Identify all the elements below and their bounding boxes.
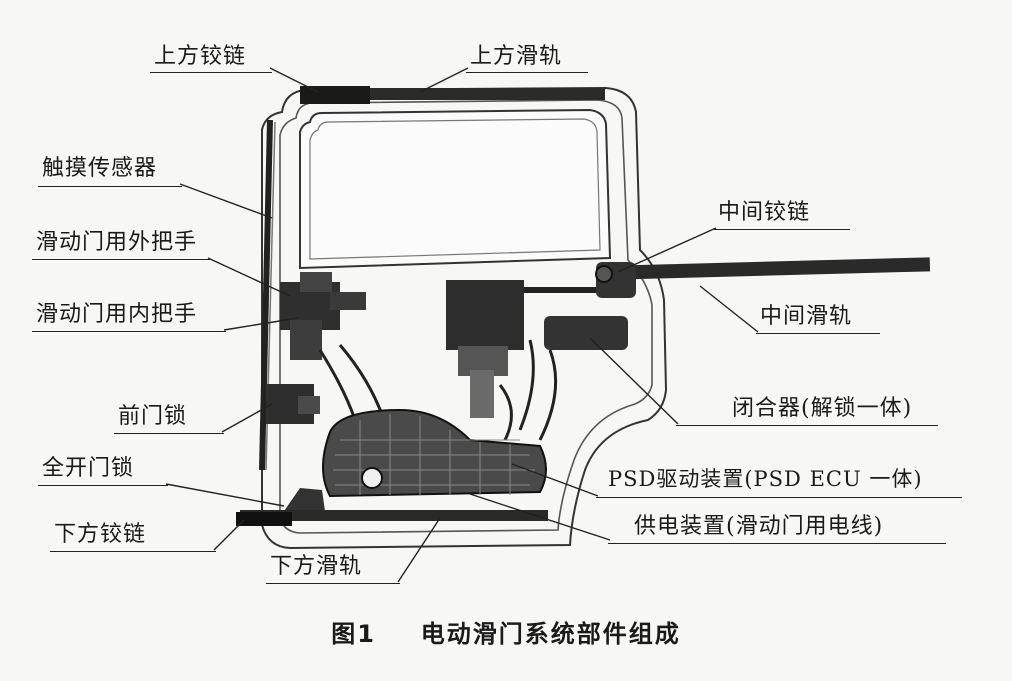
leader-middle-hinge [617, 227, 717, 273]
figure-number: 图1 [331, 620, 376, 648]
leader-inner-handle [223, 317, 299, 331]
underline-lower-rail [266, 583, 400, 584]
underline-closer [676, 425, 938, 426]
door-outer-outline [261, 86, 668, 550]
leader-lower-rail [397, 517, 441, 583]
underline-lower-hinge [50, 551, 216, 552]
window-inner [309, 118, 601, 260]
underline-middle-hinge [714, 229, 850, 230]
label-upper-hinge: 上方铰链 [154, 44, 247, 69]
label-middle-hinge: 中间铰链 [718, 200, 811, 225]
psd-drive [322, 408, 547, 498]
leader-closer [589, 337, 679, 425]
middle-hinge [595, 262, 636, 298]
label-front-lock: 前门锁 [118, 404, 188, 429]
underline-upper-rail [466, 72, 588, 73]
label-outer-handle: 滑动门用外把手 [36, 230, 198, 255]
leader-lower-hinge [213, 519, 245, 551]
figure-caption: 图1 电动滑门系统部件组成 [0, 614, 1012, 649]
underline-power-supply [608, 543, 946, 544]
label-upper-rail: 上方滑轨 [470, 44, 563, 69]
leader-psd-drive [511, 463, 599, 497]
label-closer: 闭合器(解锁一体) [732, 396, 913, 421]
underline-outer-handle [32, 259, 210, 260]
leader-front-lock [221, 403, 273, 433]
label-lower-rail: 下方滑轨 [270, 554, 363, 579]
lower-hinge [236, 512, 292, 526]
label-lower-hinge: 下方铰链 [54, 522, 147, 547]
touch-sensor [259, 119, 273, 471]
figure-title: 电动滑门系统部件组成 [420, 620, 681, 648]
label-touch-sensor: 触摸传感器 [42, 156, 158, 181]
psd-ecu [446, 280, 524, 350]
underline-psd-drive [596, 497, 962, 498]
leader-full-open-lock [165, 483, 285, 507]
handle-assembly [280, 272, 366, 360]
leader-upper-rail [419, 67, 469, 93]
label-full-open-lock: 全开门锁 [42, 456, 135, 481]
leader-power-supply [469, 493, 611, 541]
underline-middle-rail [756, 333, 880, 334]
underline-inner-handle [32, 331, 226, 332]
underline-front-lock [114, 433, 224, 434]
underline-full-open-lock [38, 485, 168, 486]
lower-rail [240, 510, 548, 521]
upper-rail [305, 88, 605, 100]
leader-touch-sensor [179, 183, 273, 219]
label-power-supply: 供电装置(滑动门用电线) [634, 514, 884, 539]
leader-upper-hinge [269, 67, 319, 93]
underline-upper-hinge [150, 72, 272, 73]
label-psd-drive: PSD驱动装置(PSD ECU 一体) [608, 467, 923, 491]
window [299, 108, 612, 270]
label-middle-rail: 中间滑轨 [760, 304, 853, 329]
leader-middle-rail [699, 285, 759, 333]
leader-outer-handle [207, 257, 291, 297]
upper-hinge [300, 86, 370, 104]
closer [544, 316, 628, 350]
underline-touch-sensor [38, 186, 182, 187]
label-inner-handle: 滑动门用内把手 [36, 302, 198, 327]
middle-rail [599, 257, 931, 280]
front-lock [266, 384, 320, 424]
